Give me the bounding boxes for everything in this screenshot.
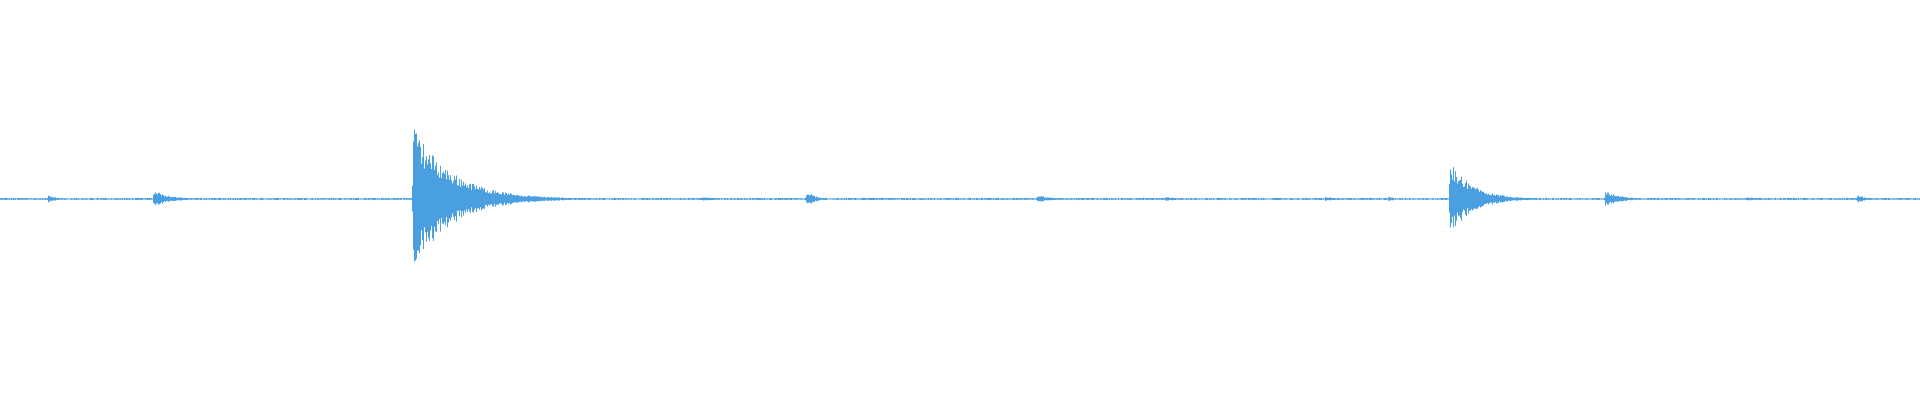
waveform-trace (0, 129, 1920, 262)
